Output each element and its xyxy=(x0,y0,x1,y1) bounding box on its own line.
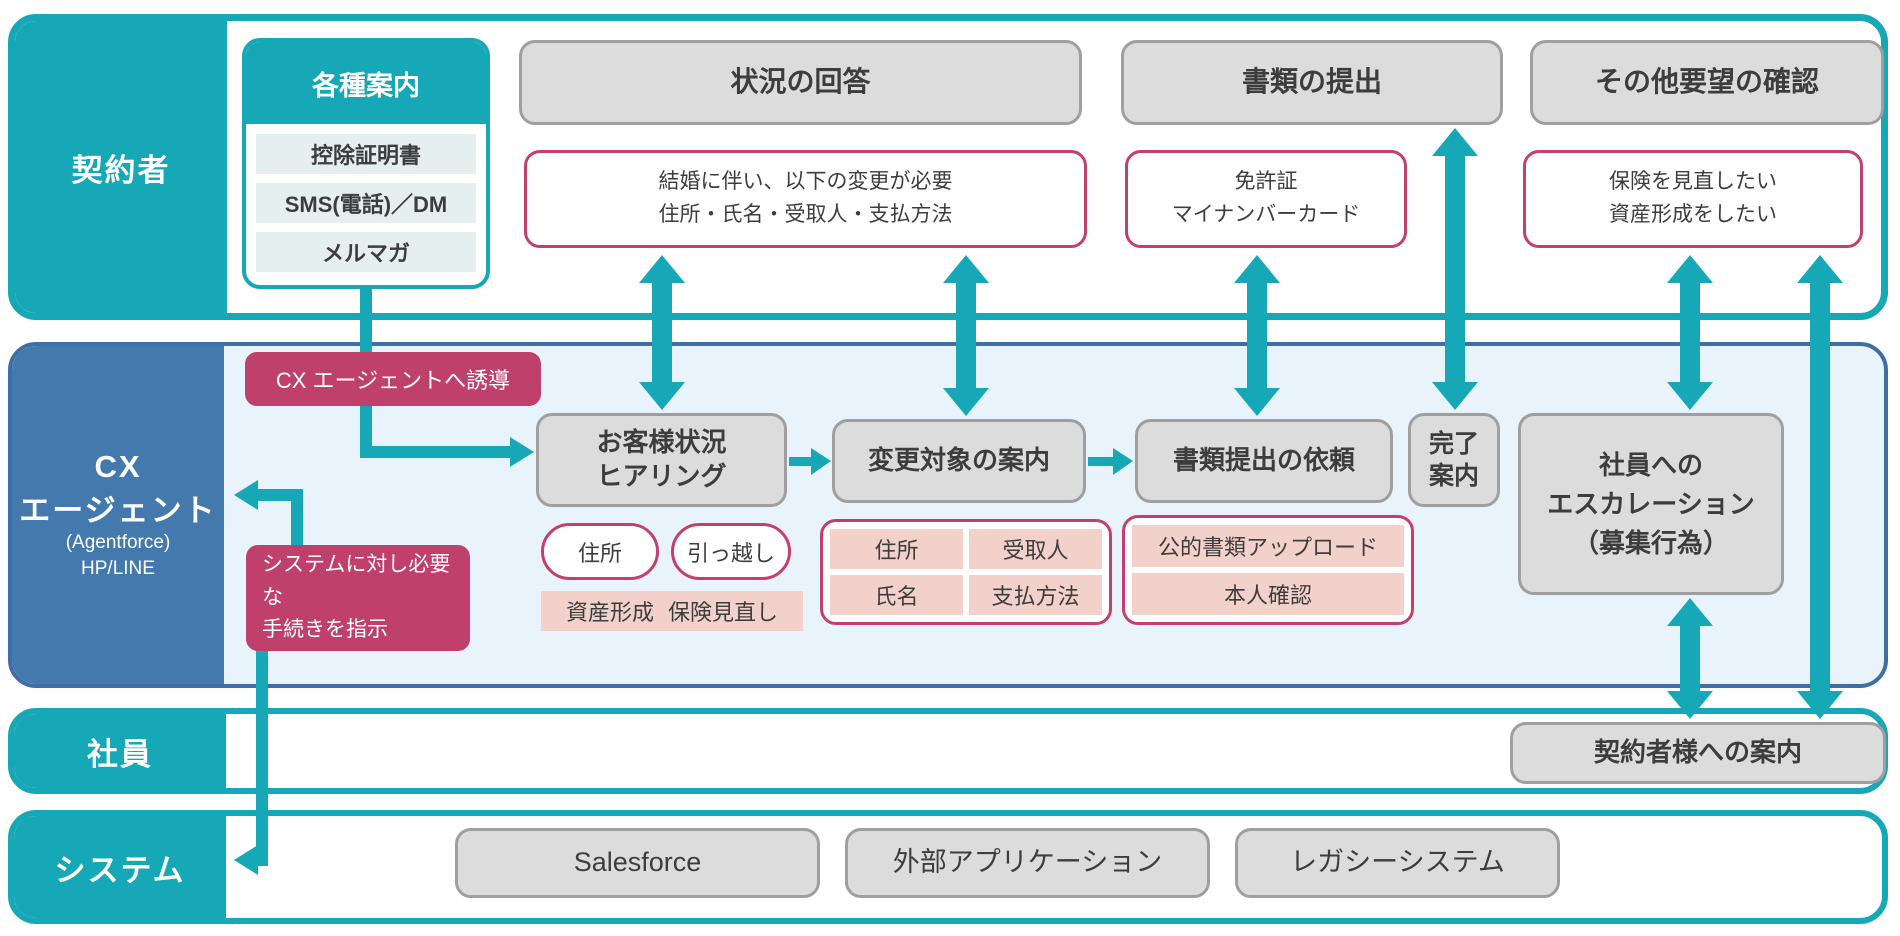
step-hearing-line2: ヒアリング xyxy=(596,461,727,491)
speech-review-line1: 保険を見直したい xyxy=(1609,170,1777,194)
system-legacy-text: レガシーシステム xyxy=(1290,847,1505,878)
system-salesforce-text: Salesforce xyxy=(573,847,702,878)
strip-insurance-review-text: 保険見直し xyxy=(668,600,779,625)
lane-employee-label-text: 社員 xyxy=(87,736,153,772)
strip-asset-text: 資産形成 xyxy=(565,600,654,625)
system-legacy: レガシーシステム xyxy=(1235,828,1560,898)
lane-contractor-label: 契約者 xyxy=(15,21,227,313)
lane-employee-label: 社員 xyxy=(14,714,226,788)
chip-moving-text: 引っ越し xyxy=(686,540,775,566)
doc-upload-grid: 公的書類アップロード 本人確認 xyxy=(1122,515,1414,625)
speech-insurance-review: 保険を見直したい 資産形成をしたい xyxy=(1523,150,1863,248)
lane-cx-label: CX エージェント (Agentforce) HP/LINE xyxy=(12,346,224,684)
cx-label-line2: エージェント xyxy=(19,492,217,528)
badge-guide-to-cx: CX エージェントへ誘導 xyxy=(245,352,541,406)
note-instruct-line2: 手続きを指示 xyxy=(262,618,388,642)
speech-review-line2: 資産形成をしたい xyxy=(1609,203,1777,226)
chip-address: 住所 xyxy=(541,523,659,580)
step-escalation-line3: （募集行為） xyxy=(1572,527,1729,558)
phase-documents-text: 書類の提出 xyxy=(1241,66,1382,98)
chip-moving: 引っ越し xyxy=(671,523,791,580)
strip-asset-insurance: 資産形成 保険見直し xyxy=(541,591,803,631)
phase-other-requests: その他要望の確認 xyxy=(1530,40,1884,125)
change-grid-beneficiary: 受取人 xyxy=(969,529,1102,569)
change-grid-name: 氏名 xyxy=(830,575,963,615)
step-doc-request: 書類提出の依頼 xyxy=(1135,419,1393,503)
system-external-app: 外部アプリケーション xyxy=(845,828,1210,898)
employee-guide-box: 契約者様への案内 xyxy=(1510,722,1886,784)
phase-document-submission: 書類の提出 xyxy=(1121,40,1503,125)
step-completion-notice: 完了 案内 xyxy=(1408,413,1500,507)
guide-card-item-sms-dm: SMS(電話)／DM xyxy=(256,183,476,223)
note-instruct-system: システムに対し必要な 手続きを指示 xyxy=(246,545,470,651)
guide-card-item-deduction: 控除証明書 xyxy=(256,134,476,174)
doc-grid-upload: 公的書類アップロード xyxy=(1132,525,1404,567)
speech-marriage-line2: 住所・氏名・受取人・支払方法 xyxy=(658,203,953,226)
phase-situation-text: 状況の回答 xyxy=(730,66,871,98)
step-change-guide-text: 変更対象の案内 xyxy=(867,445,1050,476)
step-doc-request-text: 書類提出の依頼 xyxy=(1172,445,1355,476)
note-instruct-line1: システムに対し必要な xyxy=(262,553,451,609)
lane-contractor-label-text: 契約者 xyxy=(71,152,171,188)
phase-situation-response: 状況の回答 xyxy=(519,40,1082,125)
step-change-guide: 変更対象の案内 xyxy=(832,419,1086,503)
badge-guide-to-cx-text: CX エージェントへ誘導 xyxy=(275,368,511,393)
speech-license-line2: マイナンバーカード xyxy=(1171,203,1361,226)
guide-card-title: 各種案内 xyxy=(246,42,486,124)
speech-license-line1: 免許証 xyxy=(1234,170,1298,194)
speech-marriage-change: 結婚に伴い、以下の変更が必要 住所・氏名・受取人・支払方法 xyxy=(524,150,1087,248)
cx-label-line1: CX xyxy=(94,448,142,484)
step-complete-line1: 完了 xyxy=(1428,429,1479,458)
speech-license-mynumber: 免許証 マイナンバーカード xyxy=(1125,150,1407,248)
cx-label-line3: (Agentforce) xyxy=(65,531,171,553)
chip-address-text: 住所 xyxy=(577,540,622,566)
change-target-grid: 住所 受取人 氏名 支払方法 xyxy=(820,519,1112,625)
system-salesforce: Salesforce xyxy=(455,828,820,898)
doc-grid-identity: 本人確認 xyxy=(1132,573,1404,615)
phase-other-text: その他要望の確認 xyxy=(1594,66,1819,98)
guide-card: 各種案内 控除証明書 SMS(電話)／DM メルマガ xyxy=(242,38,490,289)
step-escalation-line2: エスカレーション xyxy=(1547,488,1755,519)
step-employee-escalation: 社員への エスカレーション （募集行為） xyxy=(1518,413,1784,595)
change-grid-payment: 支払方法 xyxy=(969,575,1102,615)
cx-label-line4: HP/LINE xyxy=(81,557,155,579)
step-complete-line2: 案内 xyxy=(1428,462,1479,490)
lane-system: システム xyxy=(8,810,1888,924)
step-escalation-line1: 社員への xyxy=(1598,449,1703,480)
guide-card-item-mailmag: メルマガ xyxy=(256,232,476,272)
step-hearing-line1: お客様状況 xyxy=(596,427,727,458)
lane-system-label: システム xyxy=(14,816,226,918)
system-external-app-text: 外部アプリケーション xyxy=(892,847,1163,878)
employee-guide-box-text: 契約者様への案内 xyxy=(1593,737,1802,768)
step-customer-hearing: お客様状況 ヒアリング xyxy=(536,413,787,507)
speech-marriage-line1: 結婚に伴い、以下の変更が必要 xyxy=(658,170,953,194)
change-grid-address: 住所 xyxy=(830,529,963,569)
lane-contractor: 契約者 xyxy=(8,14,1888,320)
lane-system-label-text: システム xyxy=(54,852,186,888)
